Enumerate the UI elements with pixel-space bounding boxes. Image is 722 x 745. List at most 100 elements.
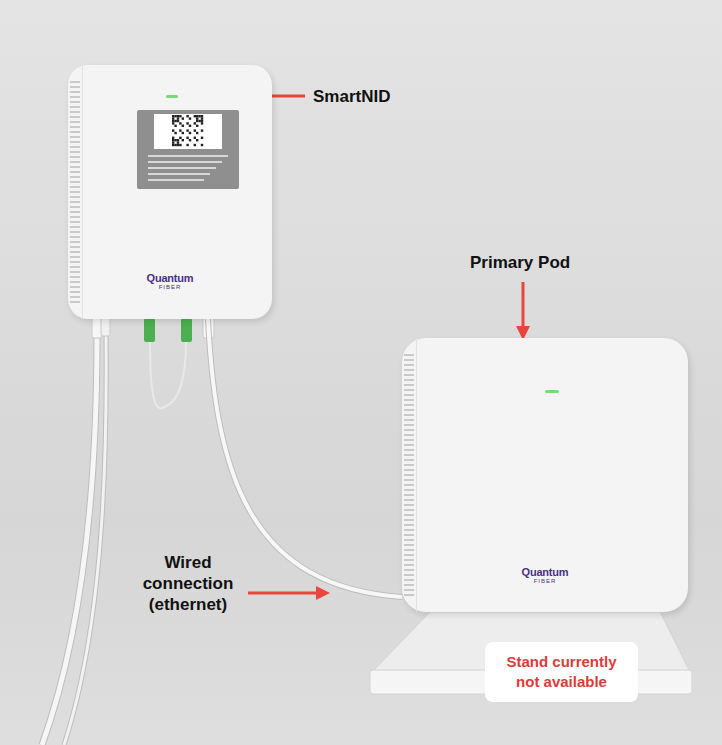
vent-slot: [404, 364, 414, 366]
vent-slot: [70, 211, 80, 213]
qr-cell: [179, 137, 181, 139]
vent-slot: [70, 291, 80, 293]
callout-arrow: [522, 282, 525, 328]
qr-cell: [196, 120, 198, 122]
qr-cell: [201, 144, 203, 146]
qr-cell: [179, 129, 181, 131]
qr-cell: [189, 117, 191, 119]
qr-cell: [172, 120, 174, 122]
vent-slot: [404, 594, 414, 596]
vent-slot: [70, 131, 80, 133]
qr-cell: [194, 137, 196, 139]
vent-slot: [70, 191, 80, 193]
qr-cell: [186, 137, 188, 139]
vent-slot: [404, 524, 414, 526]
qr-cell: [172, 122, 174, 124]
power-cable: [42, 335, 97, 745]
qr-cell: [182, 125, 184, 127]
status-led: [166, 95, 178, 98]
vent-slot: [404, 554, 414, 556]
qr-cell: [177, 115, 179, 117]
qr-cell: [189, 139, 191, 141]
vent-slot: [404, 404, 414, 406]
vent-slot: [70, 286, 80, 288]
vent-slot: [70, 221, 80, 223]
qr-cell: [177, 117, 179, 119]
vent-slot: [70, 301, 80, 303]
vent-slot: [70, 251, 80, 253]
brand-subtitle: FIBER: [68, 284, 272, 291]
qr-cell: [172, 115, 174, 117]
callout-label: SmartNID: [313, 86, 433, 107]
brand-name: Quantum: [402, 566, 688, 578]
vent-slot: [404, 549, 414, 551]
cable-outline: [208, 319, 402, 597]
vent-slot: [70, 151, 80, 153]
qr-cell: [186, 129, 188, 131]
brand-name: Quantum: [68, 272, 272, 284]
qr-cell: [196, 115, 198, 117]
qr-cell: [179, 122, 181, 124]
vent-slot: [404, 379, 414, 381]
vent-slot: [404, 494, 414, 496]
vent-slot: [70, 106, 80, 108]
qr-cell: [177, 139, 179, 141]
status-led: [545, 390, 559, 393]
power-cable: [42, 335, 97, 745]
vent-slot: [404, 489, 414, 491]
qr-cell: [177, 141, 179, 143]
vent-slot: [70, 161, 80, 163]
qr-cell: [177, 144, 179, 146]
vent-slot: [70, 246, 80, 248]
qr-cell: [198, 115, 200, 117]
qr-cell: [196, 117, 198, 119]
sticker-print: [148, 155, 228, 157]
vent-slot: [404, 519, 414, 521]
qr-cell: [182, 132, 184, 134]
vent-slot: [404, 419, 414, 421]
qr-cell: [194, 144, 196, 146]
qr-cell: [174, 132, 176, 134]
vent-slot: [404, 499, 414, 501]
cables: [42, 318, 214, 745]
sticker-print: [148, 161, 222, 163]
vent-slot: [404, 529, 414, 531]
vent-slot: [70, 166, 80, 168]
vent-slot: [70, 236, 80, 238]
vent-slot: [404, 509, 414, 511]
edge-line: [82, 65, 83, 319]
callout-arrow: [248, 592, 318, 595]
ethernet-cable: [208, 319, 402, 597]
vent-slot: [70, 171, 80, 173]
vent-slot: [70, 111, 80, 113]
qr-cell: [172, 139, 174, 141]
vent-slot: [70, 101, 80, 103]
qr-cell: [201, 122, 203, 124]
vent-slot: [404, 424, 414, 426]
qr-cell: [186, 122, 188, 124]
cable-boot: [101, 318, 110, 336]
vent-slot: [404, 539, 414, 541]
qr-cell: [194, 129, 196, 131]
qr-cell: [194, 122, 196, 124]
qr-cell: [179, 115, 181, 117]
vent-slot: [70, 241, 80, 243]
vent-slot: [404, 534, 414, 536]
vent-slot: [404, 514, 414, 516]
qr-cell: [182, 117, 184, 119]
qr-cell: [179, 144, 181, 146]
note-box: Stand currently not available: [485, 642, 638, 702]
qr-cell: [182, 139, 184, 141]
fiber-loop: [150, 342, 186, 408]
qr-sticker: [137, 110, 239, 189]
qr-background: [154, 114, 222, 149]
vent-slot: [70, 206, 80, 208]
vent-slot: [404, 434, 414, 436]
vent-slot: [404, 429, 414, 431]
qr-cell: [172, 117, 174, 119]
vent-slot: [70, 186, 80, 188]
qr-cell: [198, 120, 200, 122]
qr-cell: [189, 132, 191, 134]
qr-cell: [186, 115, 188, 117]
vent-slot: [404, 484, 414, 486]
